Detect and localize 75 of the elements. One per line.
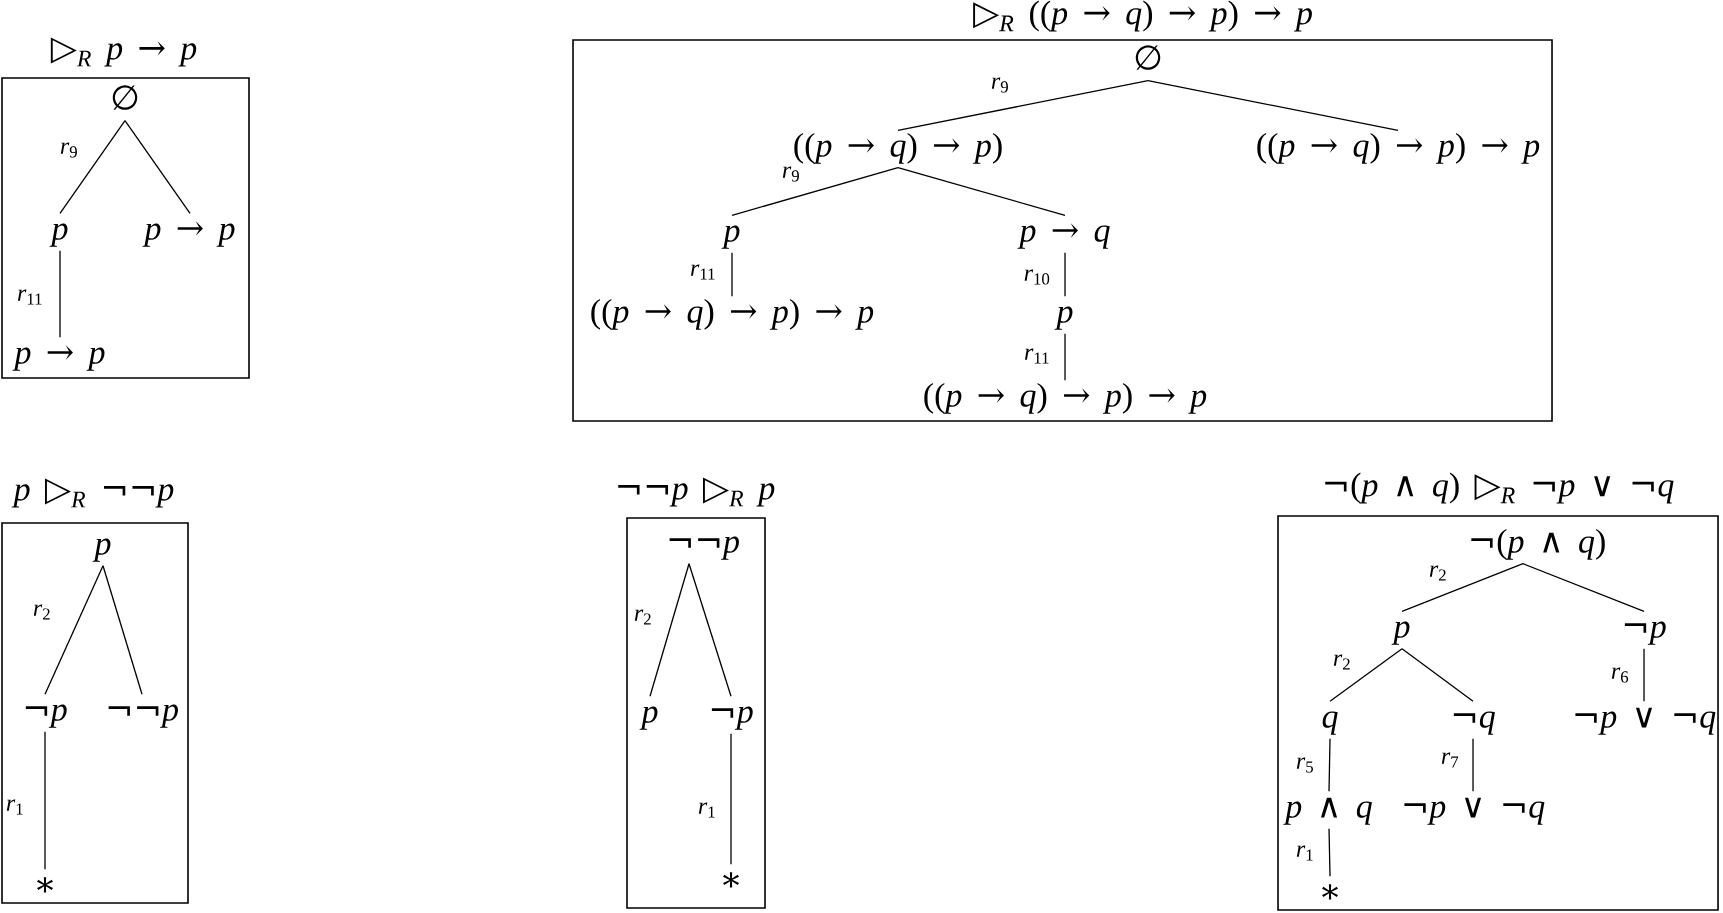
branch-line [897,80,1149,131]
formula: ¬p [1624,621,1666,645]
branch-line [897,167,1066,216]
formula: ¬¬p [108,704,178,728]
branch-line [1522,563,1645,612]
formula-heading: ▷$_{R}$ ((p → q) → p) → p [973,0,1312,32]
rule-label: r$_{2}$ [634,609,651,625]
formula: p [1054,306,1073,330]
rule-label: r$_{9}$ [991,77,1008,93]
formula-heading: ¬¬p ▷$_{R}$ p [618,477,775,507]
formula: ((p → q) → p) → p [591,298,874,330]
formula-heading: ¬(p ∧ q) ▷$_{R}$ ¬p ∨ ¬q [1325,472,1674,504]
formula: p [639,706,658,730]
formula: ¬p ∨ ¬q [1575,707,1716,735]
formula: q [1322,711,1338,735]
rule-label: r$_{1}$ [698,802,715,818]
branch-line [44,731,46,870]
formula: p [49,223,68,247]
rule-label: r$_{2}$ [1333,654,1350,670]
branch-line [1064,333,1066,381]
formula: ((p → q) → p) [794,132,1002,164]
formula: ∅ [112,85,138,110]
formula: p [721,225,740,249]
formula: ¬q [1453,711,1495,735]
rule-label: r$_{1}$ [1296,845,1313,861]
branch-line [1643,648,1645,702]
rule-label: r$_{11}$ [690,264,715,280]
rule-label: r$_{5}$ [1296,757,1313,773]
formula: p → q [1017,223,1110,249]
formula-heading: ▷$_{R}$ p → p [50,37,197,67]
branch-line [688,563,732,697]
rule-label: r$_{7}$ [1441,752,1459,768]
rule-label: r$_{9}$ [60,142,77,158]
branch-line [731,252,733,297]
rule-label: r$_{1}$ [6,799,23,815]
rule-label: r$_{11}$ [1025,348,1049,364]
rule-label: r$_{6}$ [1611,667,1629,683]
branch-line [1328,828,1331,877]
formula-heading: p ▷$_{R}$ ¬¬p [11,478,174,508]
formula: p ∧ q [1283,797,1372,825]
branch-line [1329,648,1403,702]
formula: ¬(p ∧ q) [1471,528,1605,560]
branch-line [102,565,143,695]
branch-line [731,167,899,216]
formula: ((p → q) → p) → p [924,382,1207,414]
rule-label: r$_{2}$ [1429,565,1446,581]
formula: ∗ [1322,884,1338,900]
branch-line [44,565,104,695]
branch-line [124,120,191,214]
branch-line [649,563,690,697]
branch-line [730,733,732,865]
formula: ¬¬p [669,536,739,560]
formula: p → p [12,345,105,371]
rule-label: r$_{2}$ [33,604,50,620]
formula: ((p → q) → p) → p [1257,132,1540,164]
branch-line [1472,738,1474,792]
rule-label: r$_{10}$ [1024,269,1050,285]
formula: ∗ [723,872,739,888]
formula: ∅ [1135,45,1161,70]
branch-line [1064,252,1066,297]
branch-line [1401,648,1474,702]
rule-label: r$_{11}$ [17,289,42,305]
branch-line [1147,80,1399,131]
formula: p [92,538,111,562]
formula: ¬p [711,706,753,730]
branch-line [1328,738,1331,792]
formula: p [1391,621,1410,645]
formula: ¬p [25,704,67,728]
rule-label: r$_{9}$ [782,166,799,182]
branch-line [59,120,126,214]
formula: ¬p ∨ ¬q [1404,797,1545,825]
branch-line [59,250,61,338]
formula: ∗ [37,877,53,893]
formula: p → p [142,221,235,247]
branch-line [1401,563,1524,612]
